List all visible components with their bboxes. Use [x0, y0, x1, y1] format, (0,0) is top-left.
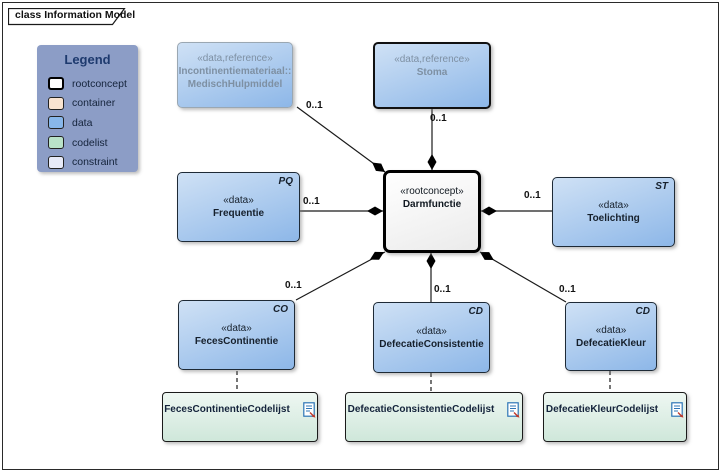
multiplicity-label: 0..1: [524, 190, 541, 201]
node-toelichting[interactable]: ST «data» Toelichting: [552, 177, 675, 247]
node-name: FecesContinentie: [194, 336, 279, 347]
legend-item-constraint: constraint: [37, 152, 138, 172]
multiplicity-label: 0..1: [430, 113, 447, 124]
composition-diamond-icon: [481, 206, 497, 216]
node-name: DefecatieConsistentie: [379, 338, 484, 350]
composition-diamond-icon: [480, 252, 494, 261]
composition-diamond-icon: [426, 253, 436, 269]
composition-diamond-icon: [367, 206, 383, 216]
frame-tab: [8, 8, 138, 26]
node-incontinentiemateriaal-medischhulpmiddel[interactable]: «data,reference» Incontinentiemateriaal:…: [177, 42, 293, 108]
linked-document-icon: [507, 402, 520, 418]
datatype-initial: PQ: [278, 176, 293, 187]
composition-diamond-icon: [369, 251, 384, 260]
connector-defecatiekleur-darmfunctie: [479, 251, 567, 303]
legend-item-label: data: [72, 116, 93, 129]
connector-incontinentiemateriaal-darmfunctie: [296, 106, 386, 173]
node-stereotype: «data»: [598, 200, 629, 211]
node-defecatiekleurcodelijst[interactable]: DefecatieKleurCodelijst: [543, 392, 687, 442]
node-name: DefecatieKleur: [575, 337, 647, 349]
linked-document-icon: [671, 402, 684, 418]
node-stereotype: «rootconcept»: [400, 186, 464, 197]
legend-item-codelist: codelist: [37, 133, 138, 153]
node-name: Toelichting: [587, 213, 640, 224]
frame-title: class Information Model: [15, 9, 136, 21]
data-swatch-icon: [48, 116, 64, 130]
codelist-name: FecesContinentieCodelijst: [164, 404, 290, 415]
constraint-swatch-icon: [48, 155, 64, 169]
node-fecescontinentie[interactable]: CO «data» FecesContinentie: [178, 300, 295, 370]
node-name: Stoma: [416, 67, 448, 78]
node-stereotype: «data»: [223, 195, 254, 206]
datatype-initial: CO: [273, 304, 288, 315]
connector-fecescontinentie-darmfunctie: [295, 251, 386, 301]
multiplicity-label: 0..1: [559, 284, 576, 295]
legend-item-label: constraint: [72, 156, 118, 169]
node-stereotype: «data»: [416, 325, 447, 337]
multiplicity-label: 0..1: [285, 280, 302, 291]
node-darmfunctie[interactable]: «rootconcept» Darmfunctie: [383, 170, 481, 253]
node-stereotype: «data,reference»: [394, 54, 470, 65]
legend-item-rootconcept: rootconcept: [37, 74, 138, 94]
codelist-name: DefecatieConsistentieCodelijst: [347, 404, 495, 415]
node-stereotype: «data»: [221, 323, 252, 334]
container-swatch-icon: [48, 96, 64, 110]
node-name-line2: MedischHulpmiddel: [187, 79, 283, 90]
legend-panel: Legend rootconcept container data codeli…: [37, 45, 138, 172]
multiplicity-label: 0..1: [434, 284, 451, 295]
legend-item-label: codelist: [72, 136, 108, 149]
node-defecatieconsistentie[interactable]: CD «data» DefecatieConsistentie: [373, 302, 490, 373]
linked-document-icon: [302, 402, 316, 418]
multiplicity-label: 0..1: [303, 196, 320, 207]
node-fecescontinentiecodelijst[interactable]: FecesContinentieCodelijst: [162, 392, 318, 442]
legend-item-data: data: [37, 113, 138, 133]
composition-diamond-icon: [427, 154, 437, 170]
legend-item-label: container: [72, 97, 116, 110]
node-stereotype: «data,reference»: [197, 53, 273, 64]
node-name: Darmfunctie: [402, 199, 462, 210]
multiplicity-label: 0..1: [306, 100, 323, 111]
rootconcept-swatch-icon: [48, 77, 64, 91]
node-defecatieconsistentiecodelijst[interactable]: DefecatieConsistentieCodelijst: [345, 392, 523, 442]
composition-diamond-icon: [372, 162, 385, 172]
datatype-initial: CD: [468, 306, 483, 317]
node-stoma[interactable]: «data,reference» Stoma: [373, 42, 491, 109]
node-frequentie[interactable]: PQ «data» Frequentie: [177, 172, 300, 242]
legend-item-container: container: [37, 94, 138, 114]
codelist-swatch-icon: [48, 136, 64, 150]
legend-title: Legend: [64, 52, 111, 67]
legend-item-label: rootconcept: [72, 77, 127, 90]
frame-tab-shape: [8, 8, 126, 26]
node-name: Frequentie: [212, 208, 265, 219]
datatype-initial: ST: [655, 181, 668, 192]
node-name-line1: Incontinentiemateriaal::: [178, 66, 292, 77]
codelist-name: DefecatieKleurCodelijst: [545, 404, 659, 415]
node-defecatiekleur[interactable]: CD «data» DefecatieKleur: [565, 302, 657, 371]
datatype-initial: CD: [635, 306, 650, 317]
node-stereotype: «data»: [595, 324, 627, 336]
